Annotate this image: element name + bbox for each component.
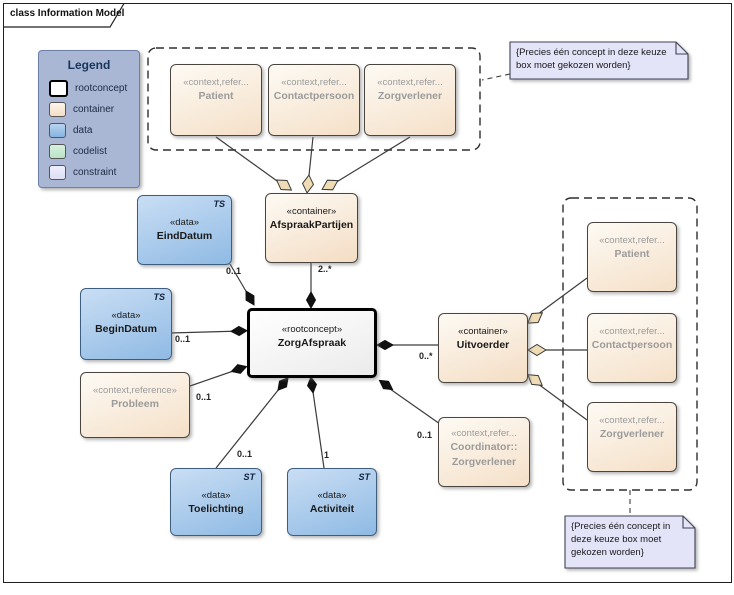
stereotype: «container» [458, 326, 508, 337]
class-name: ZorgAfspraak [277, 337, 347, 350]
class-afspraakpartijen[interactable]: «container» AfspraakPartijen [265, 193, 358, 263]
class-name: Uitvoerder [456, 339, 510, 352]
legend-item-rootconcept: rootconcept [39, 78, 139, 99]
multiplicity-afspraakpartijen: 2..* [318, 264, 332, 274]
constraint-swatch [49, 165, 66, 180]
legend-label: rootconcept [75, 83, 128, 94]
class-contactpersoon-top[interactable]: «context,refer... Contactpersoon [268, 64, 360, 136]
multiplicity-uitvoerder: 0..* [419, 351, 433, 361]
stereotype: «context,refer... [599, 326, 665, 337]
class-name-line1: Coordinator:: [450, 441, 518, 454]
class-name: Zorgverlener [377, 90, 443, 103]
legend-title: Legend [67, 58, 111, 72]
class-coordinator-zorgverlener[interactable]: «context,refer... Coordinator:: Zorgverl… [438, 417, 530, 487]
class-begindatum[interactable]: TS «data» BeginDatum [80, 288, 172, 360]
class-name: Zorgverlener [599, 428, 665, 441]
note-bottom[interactable]: {Precies één concept in deze keuze box m… [571, 521, 671, 559]
diagram-title: class Information Model [10, 8, 125, 19]
stereotype: «context,refer... [377, 77, 443, 88]
datatype-tag: TS [213, 199, 225, 209]
class-name: Contactpersoon [273, 90, 355, 103]
datatype-tag: ST [358, 472, 370, 482]
legend[interactable]: Legend rootconcept container data codeli… [38, 50, 140, 188]
stereotype: «data» [111, 310, 141, 321]
stereotype: «context,refer... [599, 235, 665, 246]
stereotype: «data» [169, 217, 200, 228]
legend-label: codelist [73, 146, 107, 157]
class-name-line2: Zorgverlener [451, 455, 517, 468]
datatype-tag: TS [153, 292, 165, 302]
legend-item-constraint: constraint [39, 162, 139, 183]
legend-item-codelist: codelist [39, 141, 139, 162]
legend-item-data: data [39, 120, 139, 141]
stereotype: «context,reference» [93, 385, 177, 396]
stereotype: «context,refer... [281, 77, 347, 88]
class-name: EindDatum [156, 230, 213, 243]
class-patient-right[interactable]: «context,refer... Patient [587, 222, 677, 292]
class-probleem[interactable]: «context,reference» Probleem [80, 372, 190, 438]
class-name: AfspraakPartijen [269, 219, 354, 232]
multiplicity-coordinator: 0..1 [417, 430, 433, 440]
stereotype: «context,refer... [451, 428, 517, 439]
class-name: Activiteit [309, 503, 355, 516]
legend-label: constraint [73, 167, 117, 178]
class-name: Toelichting [188, 503, 244, 516]
stereotype: «container» [286, 206, 337, 217]
class-name: Patient [614, 248, 650, 261]
multiplicity-einddatum: 0..1 [226, 266, 242, 276]
multiplicity-toelichting: 0..1 [237, 449, 253, 459]
multiplicity-activiteit: 1 [324, 450, 330, 460]
legend-label: container [73, 104, 115, 115]
rootconcept-swatch [49, 80, 68, 97]
container-swatch [49, 102, 66, 117]
class-name: BeginDatum [95, 323, 157, 336]
class-name: Probleem [111, 398, 159, 411]
class-patient-top[interactable]: «context,refer... Patient [170, 64, 262, 136]
multiplicity-probleem: 0..1 [196, 392, 212, 402]
class-activiteit[interactable]: ST «data» Activiteit [287, 468, 377, 536]
class-zorgverlener-right[interactable]: «context,refer... Zorgverlener [587, 402, 677, 472]
class-zorgafspraak[interactable]: «rootconcept» ZorgAfspraak [247, 308, 377, 378]
class-name: Contactpersoon [591, 339, 673, 352]
stereotype: «rootconcept» [281, 324, 343, 335]
stereotype: «data» [201, 490, 231, 501]
diagram-frame-border [3, 3, 732, 583]
legend-label: data [73, 125, 93, 136]
codelist-swatch [49, 144, 66, 159]
class-name: Patient [198, 90, 234, 103]
class-toelichting[interactable]: ST «data» Toelichting [170, 468, 262, 536]
class-einddatum[interactable]: TS «data» EindDatum [137, 195, 232, 265]
datatype-tag: ST [243, 472, 255, 482]
class-contactpersoon-right[interactable]: «context,refer... Contactpersoon [587, 313, 677, 383]
class-zorgverlener-top[interactable]: «context,refer... Zorgverlener [364, 64, 456, 136]
data-swatch [49, 123, 66, 138]
stereotype: «context,refer... [183, 77, 249, 88]
stereotype: «data» [317, 490, 347, 501]
class-uitvoerder[interactable]: «container» Uitvoerder [438, 313, 528, 383]
stereotype: «context,refer... [599, 415, 665, 426]
legend-item-container: container [39, 99, 139, 120]
multiplicity-begindatum: 0..1 [175, 334, 191, 344]
note-top[interactable]: {Precies één concept in deze keuze box m… [516, 47, 667, 72]
